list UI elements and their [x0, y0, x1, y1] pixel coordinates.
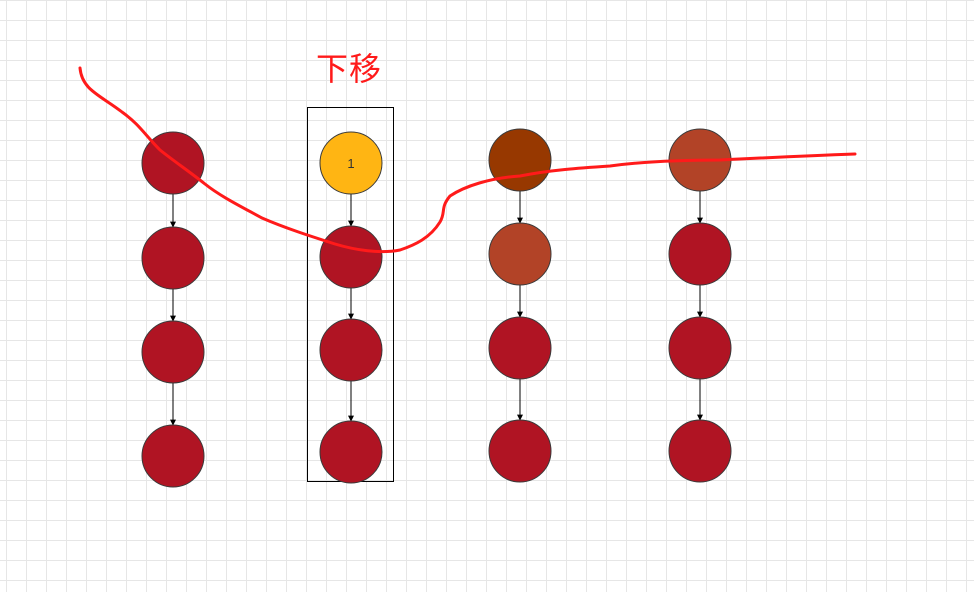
tree-node: [488, 128, 552, 192]
tree-node: [141, 226, 205, 290]
tree-node: [141, 424, 205, 488]
caption-move-down: 下移: [316, 50, 383, 88]
tree-node: [668, 419, 732, 483]
column-2: 1: [307, 107, 394, 484]
columns-layer: 1: [141, 107, 732, 488]
column-4: [668, 128, 732, 483]
tree-node: [141, 320, 205, 384]
tree-node: [319, 225, 383, 289]
tree-node: [488, 222, 552, 286]
hand-drawn-annotation-stroke: [78, 66, 857, 254]
column-1: [141, 131, 205, 488]
tree-node: [319, 318, 383, 382]
tree-node: [488, 316, 552, 380]
column-3: [488, 128, 552, 483]
tree-node: [319, 131, 383, 195]
tree-node: [319, 420, 383, 484]
tree-node: [488, 419, 552, 483]
tree-node: [668, 222, 732, 286]
tree-node: [668, 316, 732, 380]
node-label: 1: [347, 156, 354, 171]
